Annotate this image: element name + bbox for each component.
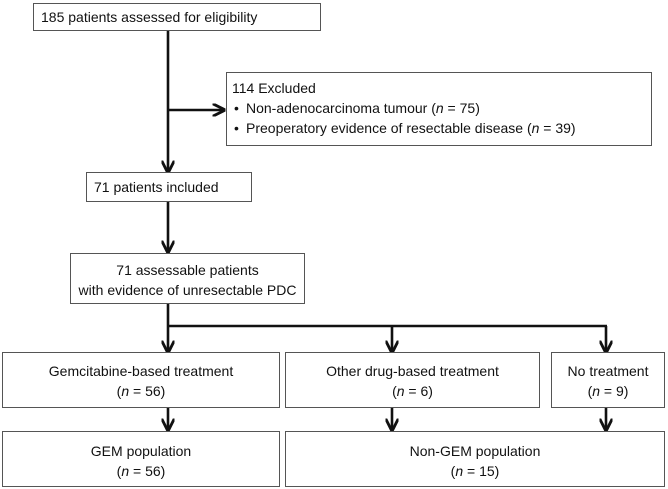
other-drug-treatment-label: Other drug-based treatment	[326, 363, 499, 379]
gemcitabine-treatment-n: (n = 56)	[116, 383, 166, 399]
other-drug-treatment-n: (n = 6)	[392, 383, 433, 399]
gem-population-box: GEM population (n = 56)	[2, 431, 280, 487]
non-gem-population-n: (n = 15)	[450, 463, 500, 479]
gem-population-n: (n = 56)	[116, 463, 166, 479]
gemcitabine-treatment-box: Gemcitabine-based treatment (n = 56)	[2, 352, 280, 408]
included-text: 71 patients included	[94, 179, 219, 195]
assessed-text: 185 patients assessed for eligibility	[41, 9, 258, 25]
assessable-box: 71 assessable patients with evidence of …	[70, 253, 305, 304]
assessed-box: 185 patients assessed for eligibility	[33, 3, 321, 31]
non-gem-population-label: Non-GEM population	[409, 443, 541, 459]
no-treatment-box: No treatment (n = 9)	[551, 352, 665, 408]
excluded-box: 114 Excluded Non-adenocarcinoma tumour (…	[226, 72, 652, 146]
gemcitabine-treatment-label: Gemcitabine-based treatment	[48, 363, 234, 379]
excluded-list: Non-adenocarcinoma tumour (n = 75) Preop…	[232, 98, 651, 138]
included-box: 71 patients included	[86, 172, 252, 202]
assessable-line2: with evidence of unresectable PDC	[78, 282, 297, 298]
no-treatment-n: (n = 9)	[587, 383, 629, 399]
excluded-title: 114 Excluded	[232, 80, 316, 96]
non-gem-population-box: Non-GEM population (n = 15)	[285, 431, 665, 487]
assessable-line1: 71 assessable patients	[116, 262, 259, 278]
gem-population-label: GEM population	[90, 443, 192, 459]
other-drug-treatment-box: Other drug-based treatment (n = 6)	[285, 352, 540, 408]
excluded-item: Non-adenocarcinoma tumour (n = 75)	[232, 98, 651, 118]
excluded-item: Preoperatory evidence of resectable dise…	[232, 118, 651, 138]
no-treatment-label: No treatment	[567, 363, 649, 379]
